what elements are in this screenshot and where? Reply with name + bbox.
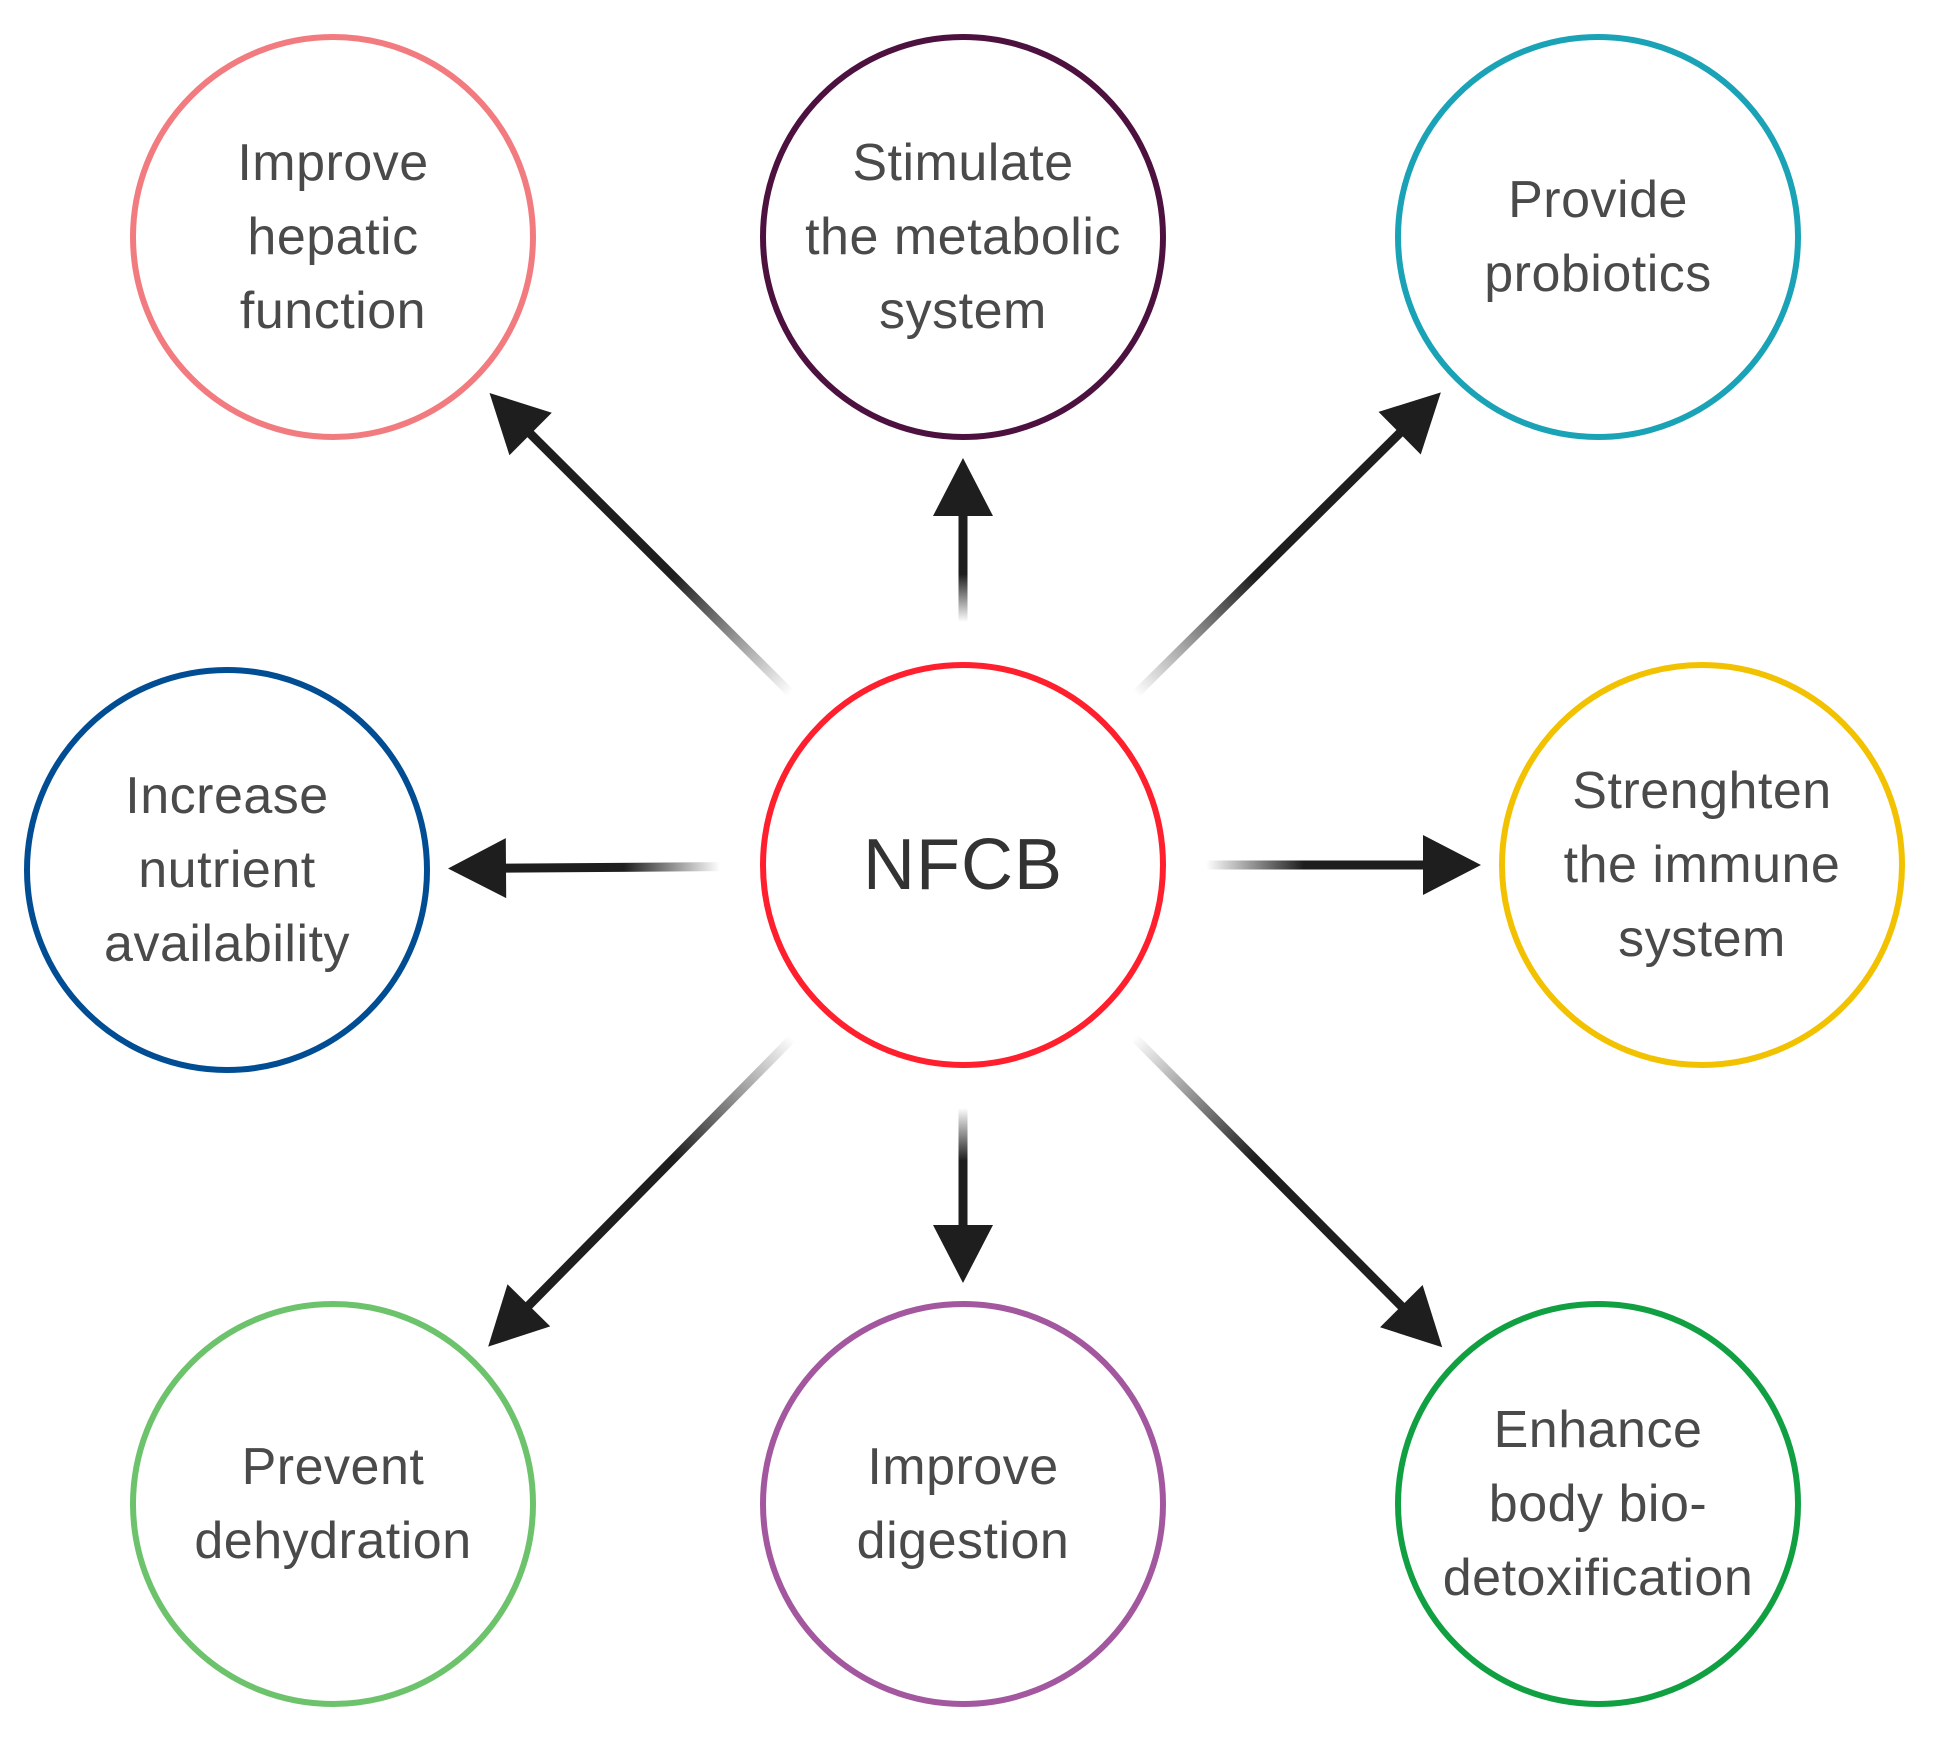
arrow-shaft-detox [1131, 1034, 1408, 1313]
node-label: Stimulate the metabolic system [805, 134, 1121, 340]
node-improve-hepatic-function: Improve hepatic function [130, 34, 536, 440]
node-label: Strenghten the immune system [1563, 762, 1841, 968]
node-label: Increase nutrient availability [104, 767, 350, 973]
node-label: Prevent dehydration [194, 1438, 472, 1570]
arrow-head-nutrient [447, 838, 507, 899]
node-strenghten-immune-system: Strenghten the immune system [1499, 662, 1905, 1068]
arrow-head-metabolic [933, 458, 993, 516]
center-node-nfcb: NFCB [760, 662, 1166, 1068]
node-stimulate-metabolic-system: Stimulate the metabolic system [760, 34, 1166, 440]
arrow-head-hepatic [489, 393, 552, 456]
arrow-head-dehydration [488, 1284, 551, 1347]
arrow-shaft-hepatic [524, 427, 795, 697]
node-label: Improve digestion [856, 1438, 1070, 1570]
center-label: NFCB [863, 825, 1063, 905]
arrow-head-immune [1423, 835, 1481, 895]
arrow-shaft-nutrient [501, 862, 721, 873]
arrow-head-detox [1380, 1284, 1443, 1348]
node-label: Provide probiotics [1484, 171, 1712, 303]
node-enhance-body-bio-detoxification: Enhance body bio- detoxification [1395, 1301, 1801, 1707]
node-increase-nutrient-availability: Increase nutrient availability [24, 667, 430, 1073]
arrow-shaft-dehydration [522, 1034, 796, 1312]
arrow-head-digestion [933, 1225, 993, 1283]
arrow-head-probiotics [1378, 392, 1441, 455]
node-improve-digestion: Improve digestion [760, 1301, 1166, 1707]
node-label: Enhance body bio- detoxification [1442, 1401, 1754, 1607]
node-provide-probiotics: Provide probiotics [1395, 34, 1801, 440]
node-label: Improve hepatic function [237, 134, 429, 340]
arrow-shaft-probiotics [1132, 427, 1406, 698]
node-prevent-dehydration: Prevent dehydration [130, 1301, 536, 1707]
